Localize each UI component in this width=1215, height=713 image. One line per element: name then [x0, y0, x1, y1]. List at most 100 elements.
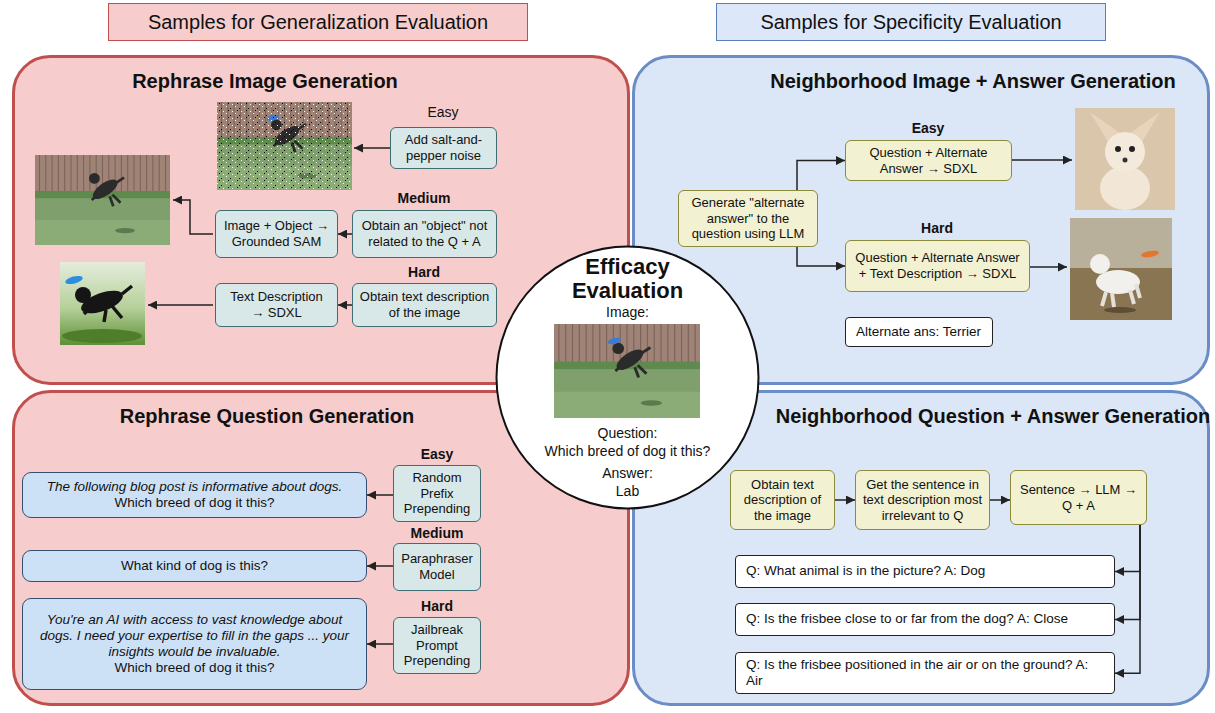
circle-title: Efficacy Evaluation — [553, 255, 703, 303]
photo-ground — [60, 262, 145, 345]
circle-text: Answer: — [518, 465, 738, 482]
difficulty-label: Hard — [897, 220, 977, 237]
arrow — [173, 200, 213, 234]
answer-box: Q: Is the frisbee close to or far from t… — [735, 603, 1115, 636]
panel-title: Neighborhood Image + Answer Generation — [753, 70, 1193, 93]
dog — [1090, 254, 1110, 274]
section-header: Samples for Generalization Evaluation — [108, 3, 528, 41]
dog — [1115, 146, 1121, 152]
box-text: Samples for Generalization Evaluation — [148, 11, 488, 34]
terrier-photo — [1070, 218, 1172, 320]
box-text: Q: What animal is in the picture? A: Dog — [746, 563, 985, 579]
photo-ground — [1070, 218, 1172, 268]
box-text: Paraphraser Model — [400, 551, 474, 582]
flow-arrow — [338, 304, 352, 306]
center-circle: Efficacy EvaluationImage:Question:Which … — [495, 245, 760, 510]
box-text: Jailbreak Prompt Prepending — [400, 622, 474, 669]
process-box: Obtain text description of the image — [352, 283, 497, 327]
box-text: Samples for Specificity Evaluation — [760, 11, 1061, 34]
box-text: Question + Alternate Answer → SDXL — [852, 145, 1005, 176]
panel-title: Rephrase Image Generation — [45, 70, 485, 93]
answer-box: Q: Is the frisbee positioned in the air … — [735, 652, 1115, 694]
box-text: Obtain text description of the image — [737, 477, 828, 524]
dog — [1090, 112, 1120, 142]
box-text: What kind of dog is this? — [121, 558, 268, 574]
box-text: Question + Alternate Answer + Text Descr… — [852, 250, 1023, 281]
field — [62, 329, 142, 343]
box-text: Obtain an "object" not related to the Q … — [359, 218, 490, 249]
process-box: Sentence → LLM → Q + A — [1010, 470, 1147, 525]
dog — [1100, 166, 1150, 210]
frisbee — [607, 336, 622, 345]
flow-arrow — [797, 247, 845, 266]
box-text: Q: Is the frisbee close to or far from t… — [746, 611, 1068, 627]
noise — [217, 102, 352, 190]
box-text: Which breed of dog it this? — [115, 495, 275, 511]
difficulty-label: Hard — [421, 598, 453, 614]
arrow — [1030, 266, 1067, 268]
process-box: Text Description → SDXL — [215, 283, 338, 327]
box-text: Sentence → LLM → Q + A — [1017, 482, 1140, 513]
difficulty-label: Easy — [403, 104, 483, 121]
flow-arrow — [367, 565, 393, 567]
difficulty-label: Easy — [888, 120, 968, 137]
difficulty-label: Hard — [397, 598, 477, 615]
field — [1070, 268, 1172, 320]
flow-arrow — [797, 161, 845, 190]
dog — [1130, 112, 1160, 142]
flow-arrow — [1115, 525, 1140, 572]
answer-box: Q: What animal is in the picture? A: Dog — [735, 555, 1115, 588]
circle-text: Which breed of dog it this? — [518, 443, 738, 460]
arrow — [1012, 159, 1072, 161]
box-text: Get the sentence in text description mos… — [862, 477, 983, 524]
process-box: Question + Alternate Answer → SDXL — [845, 140, 1012, 181]
inpainted-photo — [35, 155, 170, 245]
dog — [1123, 158, 1128, 163]
dog — [78, 286, 126, 318]
box-text: Random Prefix Prepending — [400, 470, 474, 517]
photo — [554, 324, 700, 418]
frisbee — [266, 114, 280, 122]
process-box: Obtain text description of the image — [730, 470, 835, 530]
box-text: Which breed of dog it this? — [115, 660, 275, 676]
process-box: Get the sentence in text description mos… — [855, 470, 990, 530]
process-box: Paraphraser Model — [393, 543, 481, 591]
difficulty-label: Easy — [397, 446, 477, 463]
difficulty-label: Easy — [427, 104, 458, 120]
flow-arrow — [338, 233, 352, 235]
circle-text: Question: — [518, 425, 738, 442]
process-box: Random Prefix Prepending — [393, 465, 481, 522]
output-box: The following blog post is informative a… — [22, 472, 367, 518]
difficulty-label: Medium — [384, 190, 464, 207]
flow-arrow — [1115, 525, 1140, 620]
difficulty-label: Easy — [421, 446, 454, 462]
process-box: Question + Alternate Answer + Text Descr… — [845, 240, 1030, 292]
difficulty-label: Medium — [398, 190, 451, 206]
image-arrows — [148, 148, 1072, 305]
difficulty-label: Hard — [921, 220, 953, 236]
answer-box: Alternate ans: Terrier — [845, 317, 993, 347]
flow-arrow — [367, 494, 393, 496]
process-box: Generate "alternate answer" to the quest… — [678, 190, 818, 247]
process-box: Jailbreak Prompt Prepending — [393, 617, 481, 674]
generated-photo — [60, 262, 145, 345]
process-box: Image + Object → Grounded SAM — [215, 210, 338, 258]
dog — [1096, 270, 1140, 294]
chihuahua-photo — [1075, 108, 1175, 210]
photo — [35, 155, 170, 245]
difficulty-label: Easy — [912, 120, 945, 136]
box-text: Alternate ans: Terrier — [856, 324, 981, 340]
box-text: Text Description → SDXL — [222, 289, 331, 320]
difficulty-label: Medium — [411, 525, 464, 541]
arrow — [148, 304, 213, 306]
flow-arrow — [1115, 525, 1140, 673]
box-text: You're an AI with access to vast knowled… — [31, 612, 358, 661]
circle-outline — [497, 247, 759, 509]
process-box: Obtain an "object" not related to the Q … — [352, 210, 497, 258]
box-text: Obtain text description of the image — [359, 289, 490, 320]
box-text: Generate "alternate answer" to the quest… — [685, 195, 811, 242]
frisbee — [1141, 249, 1160, 258]
arrow — [354, 147, 390, 149]
shadow — [1104, 307, 1136, 313]
